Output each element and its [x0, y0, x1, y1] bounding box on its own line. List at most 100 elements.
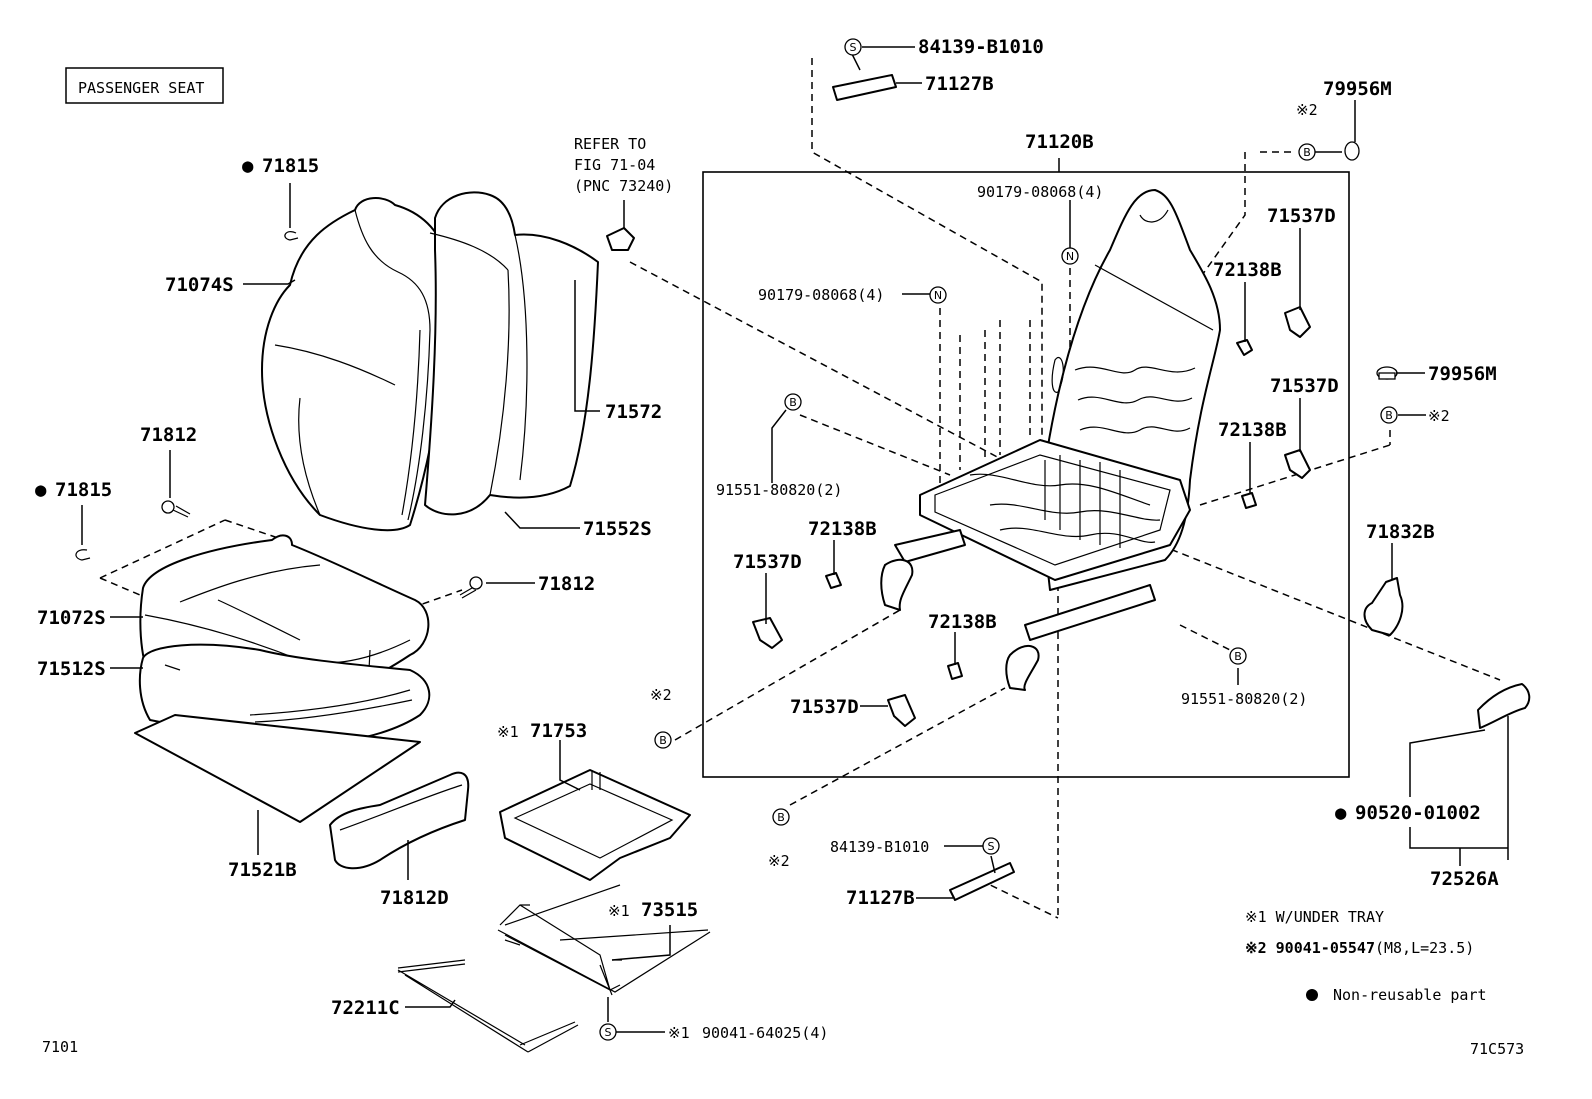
- svg-text:B: B: [777, 811, 785, 824]
- label-71552S: 71552S: [583, 518, 652, 540]
- svg-text:B: B: [1234, 650, 1242, 663]
- mark-B-lower-left: B: [654, 731, 672, 749]
- label-71537D-l1: 71537D: [733, 551, 802, 573]
- label-71815-top: 71815: [262, 155, 319, 177]
- svg-text:B: B: [659, 734, 667, 747]
- svg-text:B: B: [1303, 146, 1311, 159]
- mark-N-left: N: [929, 286, 947, 304]
- seat-pad-sheet: [134, 714, 421, 823]
- label-84139-top: 84139-B1010: [918, 36, 1044, 58]
- label-71127B-bottom: 71127B: [846, 887, 915, 909]
- label-71072S: 71072S: [37, 607, 106, 629]
- seat-back-cover: [261, 197, 448, 532]
- clip-71815-mid: [75, 549, 91, 561]
- label-71127B-top: 71127B: [925, 73, 994, 95]
- label-71521B: 71521B: [228, 859, 297, 881]
- label-90179-top: 90179-08068(4): [977, 183, 1103, 201]
- note1-mark-71753: ※1: [497, 723, 519, 741]
- label-84139-bottom: 84139-B1010: [830, 838, 929, 856]
- svg-text:B: B: [1385, 409, 1393, 422]
- clip-71537D-r2: [1284, 449, 1311, 479]
- cover-71127B-top: [832, 74, 897, 101]
- mark-B-top-right: B: [1298, 143, 1316, 161]
- svg-text:S: S: [605, 1026, 612, 1039]
- mark-B-right-mid: B: [1380, 406, 1398, 424]
- label-71815-mid: 71815: [55, 479, 112, 501]
- bolt-71812-right: [459, 576, 483, 599]
- label-90179-left: 90179-08068(4): [758, 286, 884, 304]
- mark-S-bottom: S: [982, 837, 1000, 855]
- seat-frame-assembly: [880, 189, 1221, 691]
- title-box: PASSENGER SEAT: [65, 67, 224, 104]
- clip-72138B-l1: [825, 572, 842, 589]
- mark-N-top: N: [1061, 247, 1079, 265]
- svg-text:B: B: [789, 396, 797, 409]
- lever-72526A: [1477, 683, 1531, 729]
- seat-frame-group-box: [702, 171, 1350, 778]
- label-71074S: 71074S: [165, 274, 234, 296]
- label-73515: 73515: [641, 899, 698, 921]
- label-72211C: 72211C: [331, 997, 400, 1019]
- part-labels: 84139-B1010 71127B 79956M ※2 71120B 9017…: [35, 36, 1499, 1042]
- note1-mark-73515: ※1: [608, 902, 630, 920]
- note2-mark-bottom: ※2: [768, 852, 790, 870]
- dot-71815-top: ●: [242, 155, 254, 177]
- label-72138B-r2: 72138B: [1218, 419, 1287, 441]
- dot-71815-mid: ●: [35, 479, 47, 501]
- cushion-frame-wire: [397, 959, 579, 1053]
- side-cover-trim: [329, 771, 470, 870]
- label-71537D-r1: 71537D: [1267, 205, 1336, 227]
- note2-mark-lower-left: ※2: [650, 686, 672, 704]
- knob-79956M-top: [1344, 141, 1360, 161]
- mark-S-top: S: [844, 38, 862, 56]
- legend-note2: ※2 90041-05547(M8,L=23.5): [1245, 939, 1474, 957]
- bolt-71812-top: [161, 500, 191, 518]
- mark-S-tray: S: [599, 1023, 617, 1041]
- label-71812-right: 71812: [538, 573, 595, 595]
- clip-71537D-r1: [1284, 306, 1311, 338]
- dot-90520: ●: [1335, 802, 1347, 824]
- clip-72138B-r1: [1236, 339, 1253, 356]
- under-tray: [499, 769, 691, 881]
- refer-line1: REFER TO: [574, 135, 646, 153]
- mark-B-right-low: B: [1229, 647, 1247, 665]
- svg-text:N: N: [934, 289, 942, 302]
- mark-B-left: B: [784, 393, 802, 411]
- leader-lines: [81, 46, 1509, 1033]
- label-71537D-l2: 71537D: [790, 696, 859, 718]
- svg-text:S: S: [850, 41, 857, 54]
- clip-71537D-l2: [887, 694, 916, 727]
- clip-71815-top: [284, 231, 299, 241]
- label-72526A: 72526A: [1430, 868, 1499, 890]
- label-90520: 90520-01002: [1355, 802, 1481, 824]
- label-90041: 90041-64025(4): [702, 1024, 828, 1042]
- tray-wire-frame: [497, 884, 711, 996]
- seat-back-pad: [424, 191, 599, 516]
- note2-mark-top: ※2: [1296, 101, 1318, 119]
- diagram-title: PASSENGER SEAT: [78, 79, 204, 97]
- refer-line3: (PNC 73240): [574, 177, 673, 195]
- label-72138B-r1: 72138B: [1213, 259, 1282, 281]
- knob-79956M-mid: [1376, 366, 1398, 380]
- label-71537D-r2: 71537D: [1270, 375, 1339, 397]
- clip-72138B-r2: [1241, 492, 1257, 509]
- clip-71537D-l1: [752, 617, 783, 649]
- label-79956M-top: 79956M: [1323, 78, 1392, 100]
- note1-mark-90041: ※1: [668, 1024, 690, 1042]
- clip-72138B-l2: [947, 662, 963, 680]
- illustration-code: 71C573: [1470, 1040, 1524, 1058]
- refer-line2: FIG 71-04: [574, 156, 655, 174]
- figure-code: 7101: [42, 1038, 78, 1056]
- mark-B-bottom: B: [772, 808, 790, 826]
- label-71120B: 71120B: [1025, 131, 1094, 153]
- cover-71832B: [1363, 577, 1404, 636]
- label-79956M-mid: 79956M: [1428, 363, 1497, 385]
- label-71753: 71753: [530, 720, 587, 742]
- cover-71127B-bottom: [949, 862, 1015, 901]
- nonreusable-dot: [1306, 989, 1318, 1001]
- label-91551-right: 91551-80820(2): [1181, 690, 1307, 708]
- label-72138B-l1: 72138B: [808, 518, 877, 540]
- label-72138B-l2: 72138B: [928, 611, 997, 633]
- legend-nonreusable: Non-reusable part: [1333, 986, 1487, 1004]
